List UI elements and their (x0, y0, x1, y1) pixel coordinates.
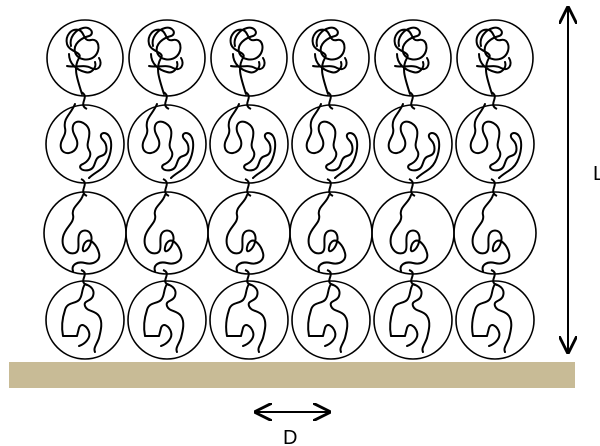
polymer-blob (292, 281, 370, 359)
polymer-blob (126, 192, 208, 274)
polymer-blob (44, 192, 126, 274)
chain-link (491, 179, 497, 196)
spacing-label: D (283, 427, 297, 446)
chain-coil (67, 28, 101, 94)
chain-coil (63, 195, 100, 271)
polymer-blob (210, 281, 288, 359)
blob-circle (292, 281, 370, 359)
polymer-blob (293, 20, 369, 96)
substrate-surface (9, 362, 575, 388)
chain-link (409, 179, 415, 196)
polymer-blob (457, 20, 533, 96)
polymer-blob (456, 104, 534, 183)
polymer-blob (47, 20, 123, 96)
chain-coil (390, 284, 429, 352)
polymer-blob (454, 192, 536, 274)
blob-circle (44, 192, 126, 274)
blob-circle (454, 192, 536, 274)
polymer-blob-grid (44, 20, 536, 359)
blob-circle (47, 20, 123, 96)
chain-coil (472, 284, 511, 352)
blob-circle (129, 20, 205, 96)
chain-coil (227, 195, 264, 271)
chain-coil (149, 28, 183, 94)
blob-circle (211, 20, 287, 96)
chain-coil (62, 284, 101, 352)
chain-link (245, 179, 251, 196)
polymer-blob (208, 192, 290, 274)
blob-circle (456, 281, 534, 359)
chain-coil (307, 104, 358, 178)
polymer-blob (128, 104, 206, 183)
chain-coil (144, 284, 183, 352)
blob-circle (46, 281, 124, 359)
polymer-blob (128, 281, 206, 359)
chain-connections (81, 92, 497, 285)
polymer-blob (211, 20, 287, 96)
chain-link (81, 270, 87, 285)
blob-circle (374, 281, 452, 359)
chain-coil (145, 195, 182, 271)
chain-coil (61, 104, 112, 178)
polymer-blob (129, 20, 205, 96)
chain-coil (477, 28, 511, 94)
polymer-blob (456, 281, 534, 359)
chain-coil (471, 104, 522, 178)
chain-coil (395, 28, 429, 94)
polymer-blob (46, 104, 124, 183)
chain-coil (313, 28, 347, 94)
chain-coil (143, 104, 194, 178)
blob-circle (293, 20, 369, 96)
height-label: L (593, 163, 600, 185)
chain-coil (308, 284, 347, 352)
chain-coil (389, 104, 440, 178)
chain-coil (391, 195, 428, 271)
chain-link (163, 270, 169, 285)
chain-link (81, 179, 87, 196)
chain-coil (309, 195, 346, 271)
chain-link (491, 270, 497, 285)
blob-circle (372, 192, 454, 274)
blob-circle (457, 20, 533, 96)
chain-link (245, 270, 251, 285)
polymer-blob (374, 104, 452, 183)
blob-circle (210, 281, 288, 359)
chain-coil (225, 104, 276, 178)
blob-circle (290, 192, 372, 274)
chain-coil (473, 195, 510, 271)
polymer-blob (375, 20, 451, 96)
chain-link (327, 270, 333, 285)
polymer-blob (292, 104, 370, 183)
polymer-blob (210, 104, 288, 183)
chain-link (409, 270, 415, 285)
chain-link (163, 179, 169, 196)
blob-circle (126, 192, 208, 274)
blob-circle (128, 281, 206, 359)
polymer-blob (46, 281, 124, 359)
chain-coil (226, 284, 265, 352)
blob-circle (375, 20, 451, 96)
chain-link (327, 179, 333, 196)
blob-circle (208, 192, 290, 274)
chain-coil (231, 28, 265, 94)
polymer-blob (374, 281, 452, 359)
polymer-blob (290, 192, 372, 274)
polymer-blob (372, 192, 454, 274)
